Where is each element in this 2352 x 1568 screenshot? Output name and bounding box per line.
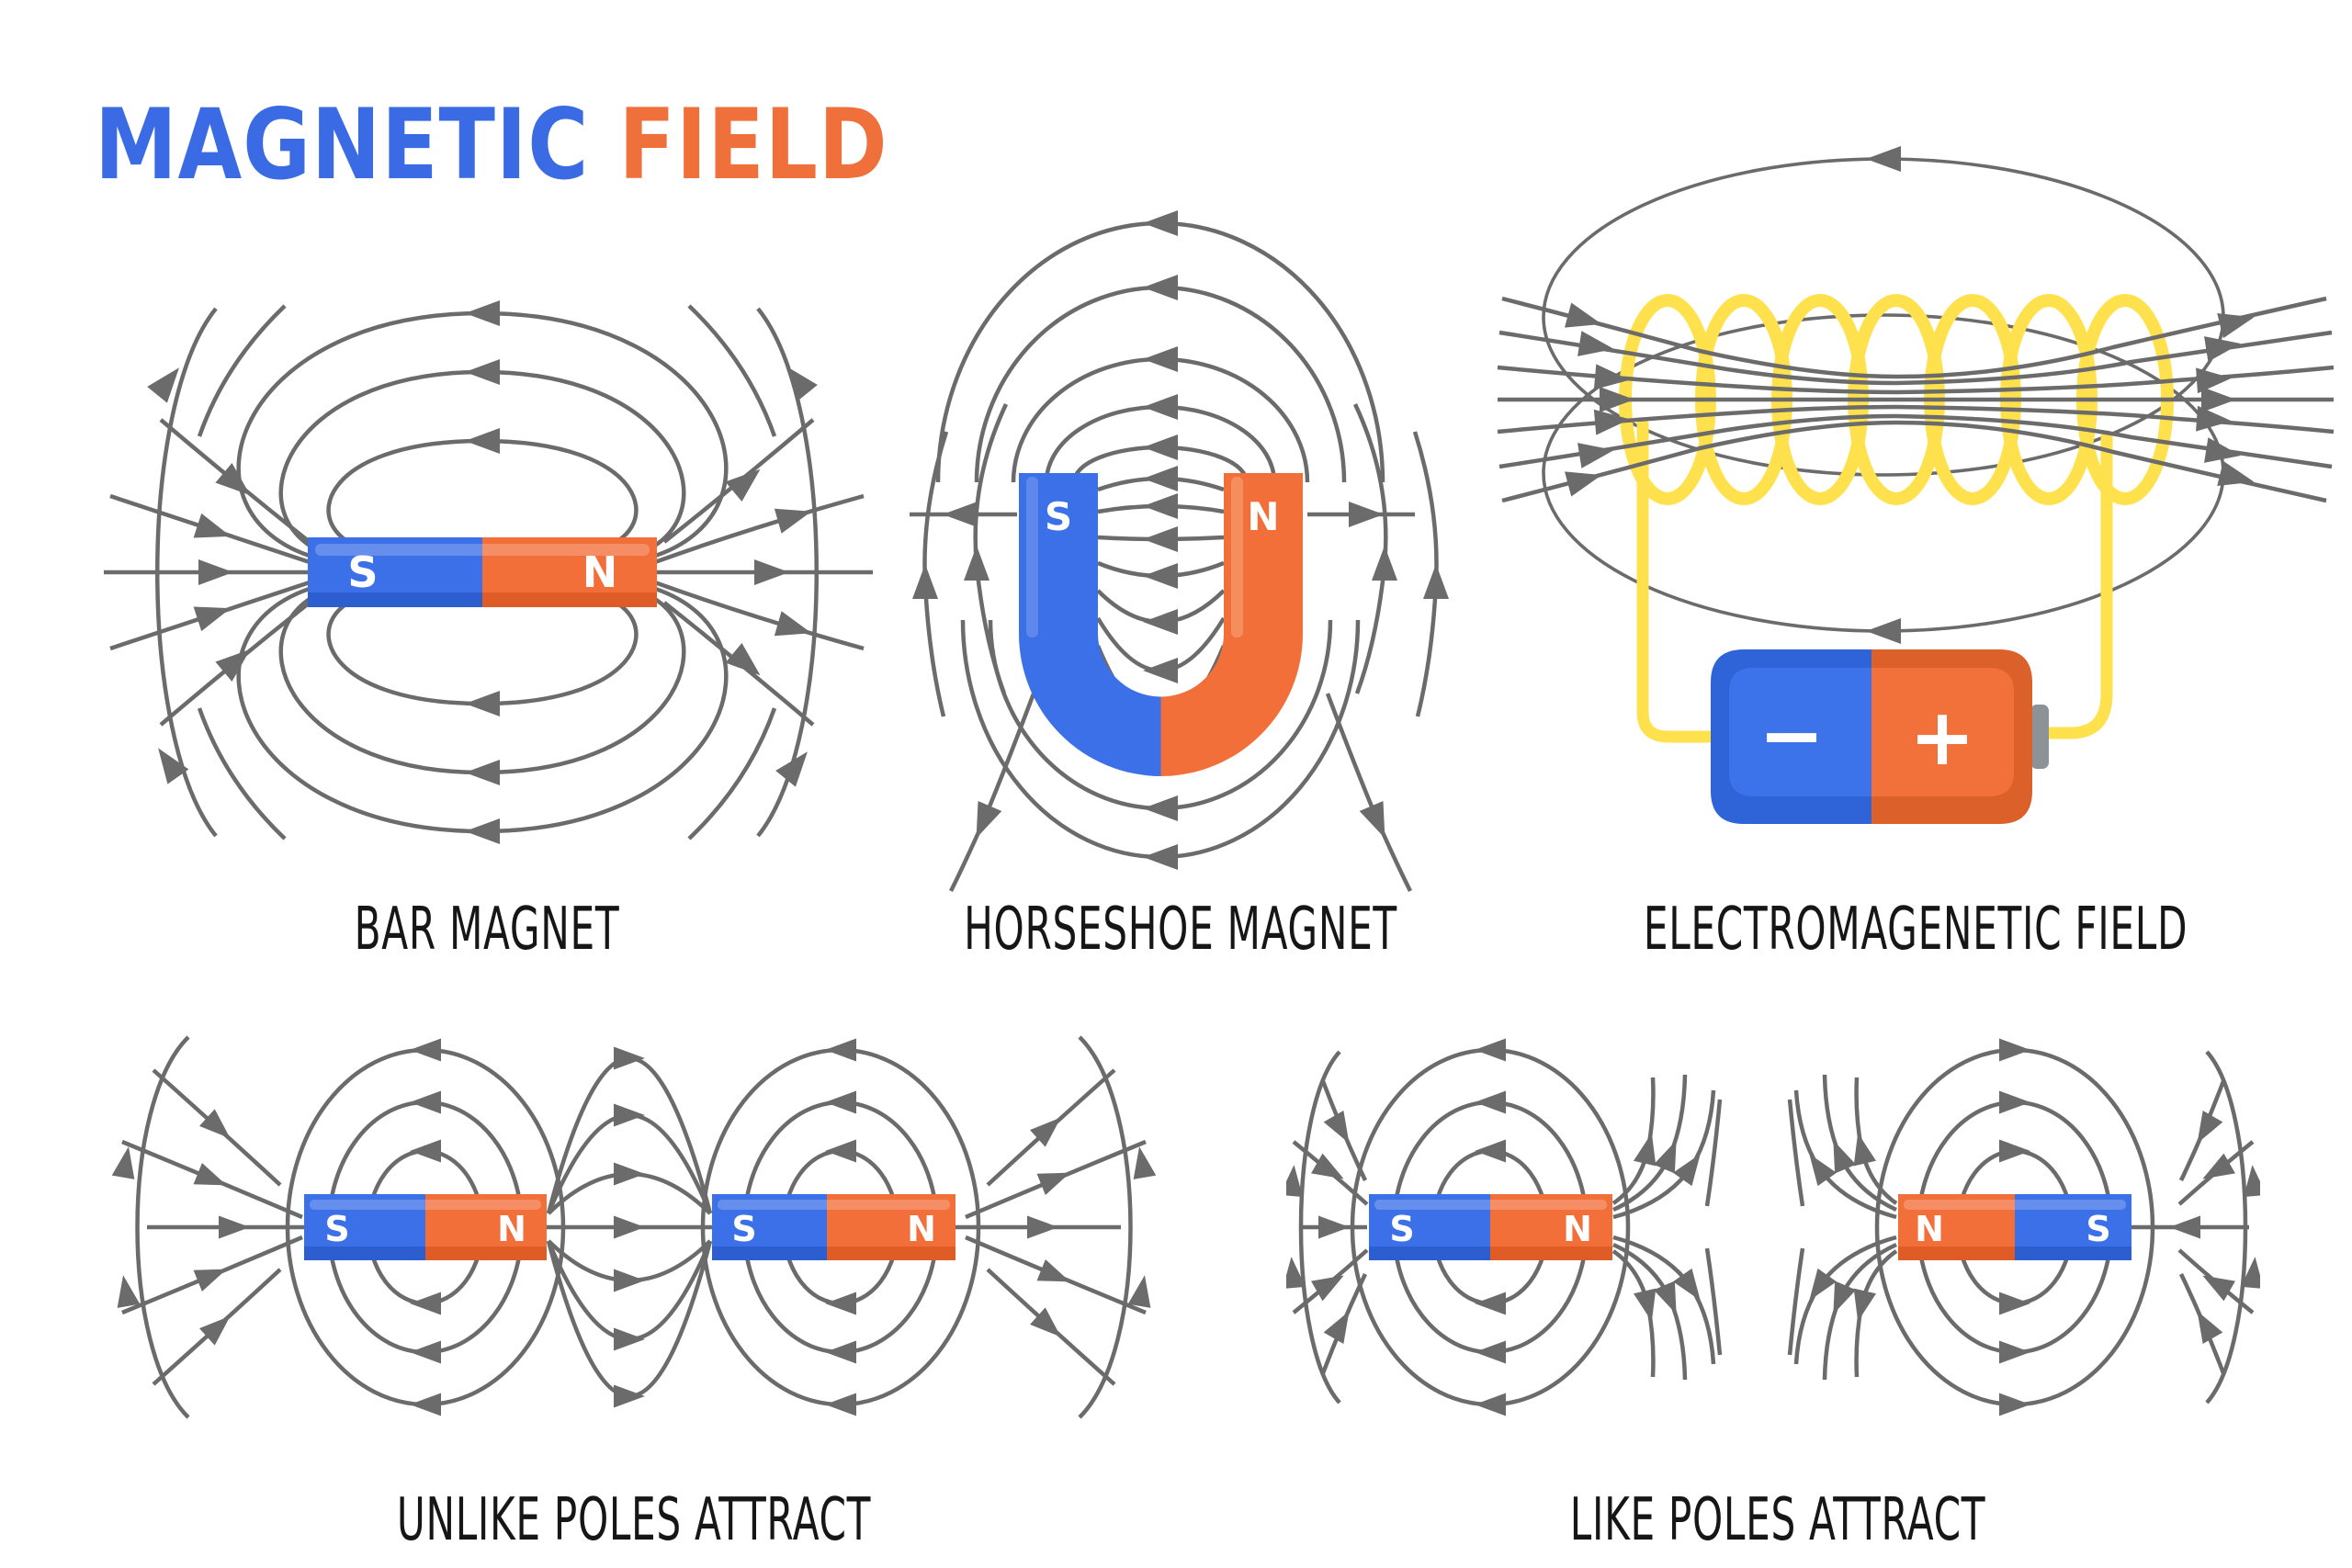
like-magnet-1: S N: [1369, 1194, 1612, 1260]
unlike-magnet-2: S N: [712, 1194, 956, 1260]
bar-pole-label-s: S: [347, 547, 378, 597]
wire-right: [2043, 430, 2113, 739]
caption-horseshoe-magnet: HORSESHOE MAGNET: [964, 896, 1397, 964]
electromagnet-diagram: − +: [1497, 146, 2335, 824]
unlike-m2-pole-s: S: [731, 1209, 756, 1249]
bar-magnet-diagram: S N: [104, 300, 873, 844]
like-magnet-2: N S: [1898, 1194, 2132, 1260]
like-m2-pole-n: N: [1915, 1209, 1944, 1249]
caption-like-poles: LIKE POLES ATTRACT: [1569, 1486, 1986, 1554]
battery-negative-sign: −: [1758, 690, 1825, 782]
panel-bar-magnet: S N: [87, 225, 887, 900]
like-m1-pole-n: N: [1563, 1209, 1592, 1249]
like-poles-diagram: S N N S: [1286, 1038, 2260, 1416]
caption-unlike-poles: UNLIKE POLES ATTRACT: [396, 1486, 872, 1554]
horseshoe-magnet: S N: [1019, 473, 1303, 776]
unlike-magnet-1: S N: [304, 1194, 547, 1260]
unlike-poles-diagram: S N S N: [111, 1035, 1157, 1419]
horseshoe-field-lines: [910, 220, 1439, 893]
bar-magnet: S N: [308, 537, 657, 607]
horseshoe-pole-label-s: S: [1045, 494, 1072, 539]
caption-electromagnetic-field: ELECTROMAGENETIC FIELD: [1643, 896, 2188, 964]
unlike-m2-pole-n: N: [907, 1209, 936, 1249]
unlike-m1-pole-s: S: [324, 1209, 349, 1249]
page-title: MAGNETIC FIELD: [95, 88, 888, 201]
unlike-m1-pole-n: N: [497, 1209, 526, 1249]
like-m1-pole-s: S: [1389, 1209, 1414, 1249]
battery: − +: [1711, 649, 2049, 824]
panel-like-poles: S N N S: [1286, 997, 2260, 1456]
horseshoe-pole-label-n: N: [1247, 494, 1279, 539]
horseshoe-magnet-diagram: S N: [910, 210, 1449, 893]
title-word-magnetic: MAGNETIC: [95, 88, 590, 201]
caption-bar-magnet: BAR MAGNET: [354, 896, 620, 964]
battery-positive-sign: +: [1909, 692, 1975, 784]
battery-terminal: [2030, 705, 2049, 769]
wire-left: [1636, 418, 1718, 743]
panel-unlike-poles: S N S N: [96, 997, 1171, 1456]
like-m2-pole-s: S: [2086, 1209, 2110, 1249]
bar-pole-label-n: N: [582, 547, 618, 597]
title-word-field: FIELD: [618, 88, 888, 201]
panel-electromagnet: − +: [1488, 119, 2343, 900]
panel-horseshoe-magnet: S N: [896, 179, 1465, 905]
